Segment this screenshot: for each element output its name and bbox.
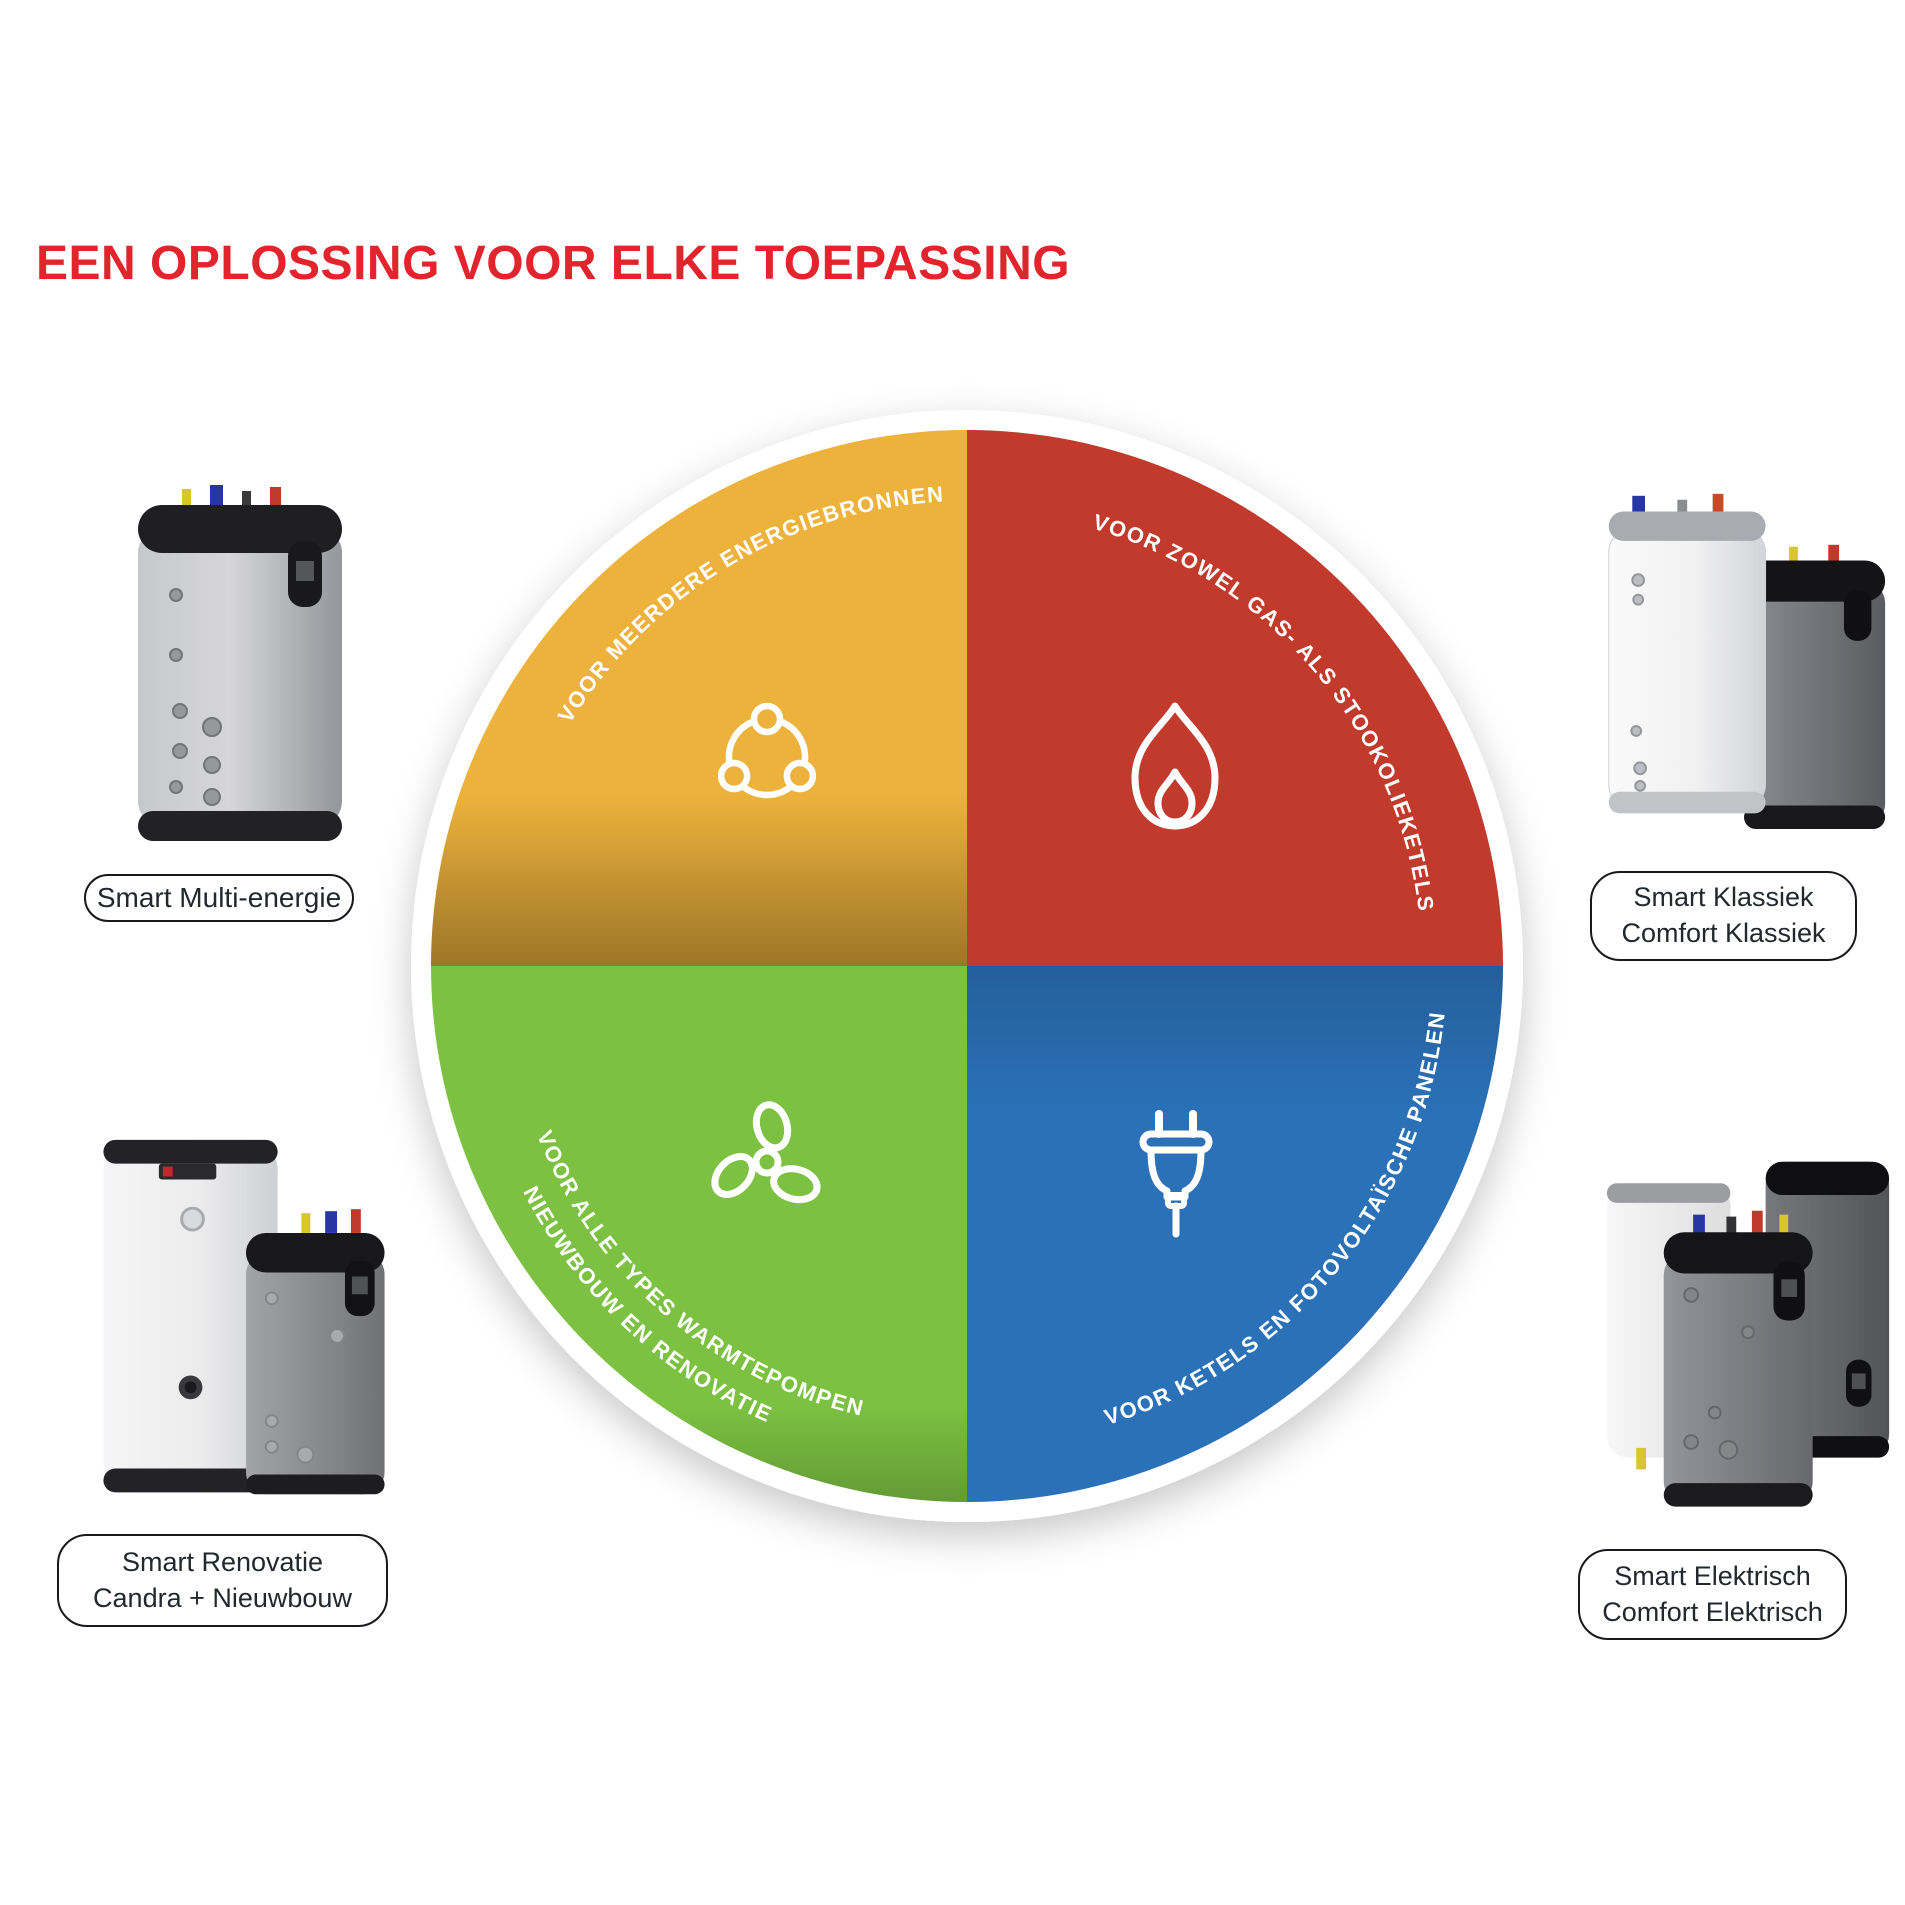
product-label-line: Smart Multi-energie — [96, 881, 342, 913]
product-image-smart-renovatie — [94, 1128, 394, 1524]
plug-icon — [1139, 1110, 1213, 1238]
product-image-smart-elektrisch — [1598, 1148, 1898, 1540]
quadrant-shadow-overlay — [431, 966, 967, 1502]
page-title: EEN OPLOSSING VOOR ELKE TOEPASSING — [36, 237, 1071, 290]
product-label-line: Smart Klassiek — [1633, 882, 1814, 913]
product-label-line: Comfort Elektrisch — [1602, 1596, 1823, 1627]
product-label-line: Candra + Nieuwbouw — [93, 1582, 352, 1613]
product-label-line: Comfort Klassiek — [1621, 918, 1826, 948]
product-label-smart-renovatie: Smart Renovatie Candra + Nieuwbouw — [57, 1534, 388, 1627]
fan-icon — [711, 1101, 821, 1204]
quadrant-shadow-overlay — [431, 430, 967, 966]
solutions-wheel: VOOR MEERDERE ENERGIEBRONNEN VOOR ZOWEL … — [377, 376, 1557, 1556]
product-label-smart-klassiek: Smart Klassiek Comfort Klassiek — [1590, 871, 1857, 961]
product-label-smart-multi-energie: Smart Multi-energie — [84, 874, 354, 922]
product-label-line: Smart Elektrisch — [1614, 1560, 1811, 1591]
product-image-smart-klassiek — [1596, 486, 1892, 878]
quadrant-shadow-overlay — [967, 966, 1503, 1502]
product-image-smart-multi-energie — [118, 475, 362, 875]
product-label-smart-elektrisch: Smart Elektrisch Comfort Elektrisch — [1578, 1549, 1847, 1640]
product-label-line: Smart Renovatie — [121, 1546, 324, 1577]
flame-icon — [1131, 702, 1219, 830]
share-network-icon — [717, 702, 817, 799]
quadrant-gas-oil-boilers — [967, 430, 1503, 966]
